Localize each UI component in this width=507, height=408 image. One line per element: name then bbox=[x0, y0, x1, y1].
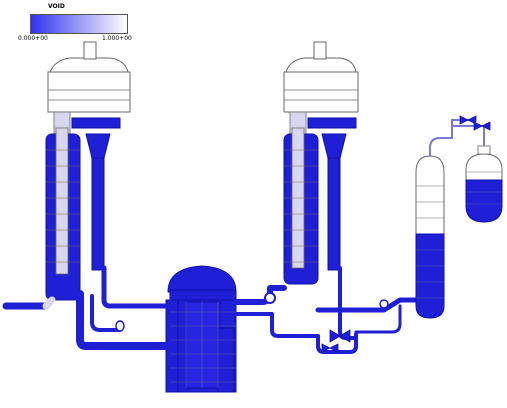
sg-a-dome-cap bbox=[84, 42, 96, 59]
steam-generator-a bbox=[46, 42, 130, 300]
surge-line bbox=[318, 280, 432, 310]
loop-seal-b bbox=[340, 268, 356, 338]
sg-b-top-deck bbox=[308, 118, 356, 128]
quench-tank-top bbox=[466, 154, 502, 180]
vessel-core bbox=[186, 302, 220, 388]
reactor-vessel bbox=[166, 266, 236, 392]
vessel-flange bbox=[170, 290, 236, 300]
vessel-right-column bbox=[218, 328, 234, 392]
quench-tank-liquid bbox=[466, 180, 502, 222]
sg-a-dome bbox=[48, 72, 130, 112]
pressurizer-shell-steam bbox=[416, 156, 444, 234]
steam-generator-b bbox=[284, 42, 358, 284]
sg-b-cyclone bbox=[322, 134, 346, 158]
pressurizer-shell-liquid bbox=[416, 234, 444, 318]
hot-leg-a bbox=[104, 268, 168, 306]
sg-a-dome-top bbox=[50, 58, 128, 72]
sg-b-dome-cap bbox=[314, 42, 326, 59]
hot-leg-b bbox=[236, 288, 284, 302]
sg-a-top-deck bbox=[72, 118, 120, 128]
sg-a-cyclone bbox=[86, 134, 110, 158]
pipe-junction-b bbox=[265, 293, 275, 303]
sg-b-dome bbox=[284, 72, 358, 112]
pressurizer bbox=[416, 156, 444, 318]
vessel-head bbox=[168, 266, 236, 292]
relief-valve-2 bbox=[474, 122, 490, 130]
sg-b-dome-top bbox=[286, 58, 356, 72]
quench-tank bbox=[466, 146, 502, 222]
